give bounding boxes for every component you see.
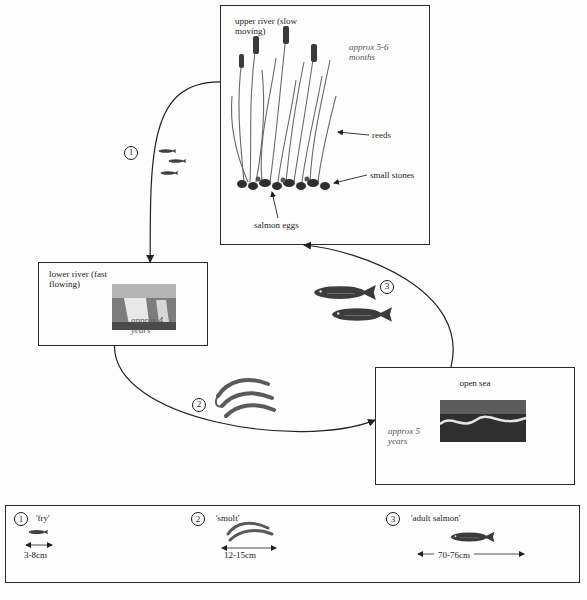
fry-fish xyxy=(159,149,186,175)
stage-box: upper river (slow moving) approx 5-6 mont… xyxy=(220,5,430,245)
duration-note: approx 5 years xyxy=(388,426,430,446)
duration-note: approx 4 years xyxy=(131,315,173,335)
stage-box: lower river (fast flowing) approx 4 years xyxy=(38,262,208,346)
flow-arrow xyxy=(304,245,453,367)
key-box: 1 'fry' 3-8cm 2 'smolt' 12-15cm 3 'adult salmon… xyxy=(5,505,580,583)
duration-note: approx 5-6 months xyxy=(349,42,395,62)
part-name: reeds xyxy=(372,130,391,140)
size-dimension: 3-8cm xyxy=(24,550,84,560)
flow-arrow xyxy=(114,346,375,432)
stage-box: open sea approx 5 years xyxy=(375,367,575,485)
callout-number: 3 xyxy=(380,280,394,294)
part-name: salmon eggs xyxy=(254,220,299,230)
stage-name: upper river (slow moving) xyxy=(235,16,297,36)
part-name: small stones xyxy=(370,170,414,180)
callout-number: 2 xyxy=(192,398,206,412)
size-dimension: 70-76cm xyxy=(438,550,498,560)
callout-number: 1 xyxy=(14,512,28,526)
callout-number: 2 xyxy=(191,512,205,526)
size-dimension: 12-15cm xyxy=(224,550,284,560)
leader-lines xyxy=(272,132,369,218)
stage-name: lower river (fast flowing) xyxy=(49,269,111,289)
stage-name: open sea xyxy=(376,378,574,388)
callout-number: 1 xyxy=(124,146,138,160)
callout-number: 3 xyxy=(386,512,400,526)
key-illustrations xyxy=(29,523,495,542)
stage-term: 'adult salmon' xyxy=(411,513,551,523)
reeds-drawing xyxy=(232,36,336,182)
stage-term: 'smolt' xyxy=(216,513,336,523)
smolt-fish xyxy=(216,380,274,416)
stones-and-eggs xyxy=(237,177,330,191)
stage-term: 'fry' xyxy=(36,513,156,523)
flow-arrow xyxy=(150,82,220,262)
sea-photo xyxy=(440,400,526,442)
